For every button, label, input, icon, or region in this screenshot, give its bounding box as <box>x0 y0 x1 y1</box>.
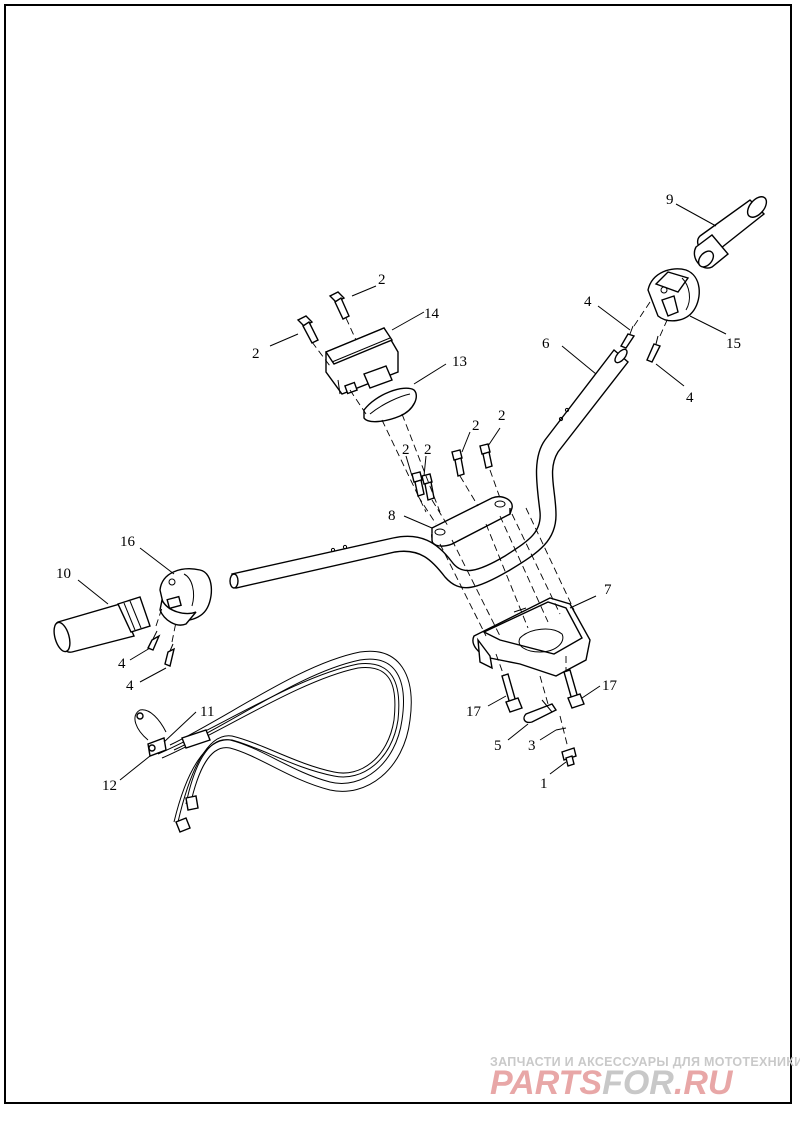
callout-4-upper-right: 4 <box>584 294 592 310</box>
riser-bolts <box>501 669 585 713</box>
throttle-cables <box>134 650 412 833</box>
callout-6: 6 <box>542 336 550 352</box>
callout-2-riser-d: 2 <box>498 408 506 424</box>
callout-16: 16 <box>120 534 136 550</box>
gasket <box>363 387 418 423</box>
riser-screws <box>411 443 493 501</box>
callout-10: 10 <box>56 566 71 582</box>
callout-2-riser-c: 2 <box>472 418 480 434</box>
left-screws <box>147 607 177 667</box>
callout-2-riser-b: 2 <box>424 442 432 458</box>
logo-ru: .RU <box>674 1064 734 1102</box>
callout-2-riser-a: 2 <box>402 442 410 458</box>
callout-2-left: 2 <box>252 346 260 362</box>
left-grip <box>53 596 151 653</box>
callout-17-left: 17 <box>466 704 482 720</box>
riser-top-clamp <box>431 496 513 547</box>
callout-9: 9 <box>666 192 674 208</box>
callout-17-right: 17 <box>602 678 618 694</box>
gauge-screws <box>296 291 350 344</box>
right-screws <box>619 301 669 363</box>
logo-parts: PARTS <box>490 1064 602 1102</box>
handlebar <box>229 348 629 589</box>
callout-14: 14 <box>424 306 440 322</box>
callout-8: 8 <box>388 508 396 524</box>
callout-15: 15 <box>726 336 741 352</box>
diagram-frame <box>4 4 792 1104</box>
callout-4-right: 4 <box>686 390 694 406</box>
callout-2-top: 2 <box>378 272 386 288</box>
callout-3: 3 <box>528 738 536 754</box>
leader-lines <box>77 203 727 781</box>
callout-4-left-b: 4 <box>126 678 134 694</box>
callout-4-left-a: 4 <box>118 656 126 672</box>
riser-holder <box>472 597 591 677</box>
callout-13: 13 <box>452 354 467 370</box>
callout-12: 12 <box>102 778 117 794</box>
callout-7: 7 <box>604 582 612 598</box>
watermark-logo: PARTSFOR.RU <box>490 1064 734 1102</box>
right-switch-housing <box>647 268 700 322</box>
watermark: ЗАПЧАСТИ И АКСЕССУАРЫ ДЛЯ МОТОТЕХНИКИ PA… <box>490 1055 800 1102</box>
callout-1: 1 <box>540 776 548 792</box>
callout-labels: 9 6 4 15 4 2 14 2 13 2 2 2 2 8 16 10 7 4… <box>56 192 741 794</box>
right-grip <box>693 196 768 269</box>
small-parts <box>523 699 577 767</box>
watermark-tagline: ЗАПЧАСТИ И АКСЕССУАРЫ ДЛЯ МОТОТЕХНИКИ <box>490 1055 800 1069</box>
left-switch-housing <box>159 568 213 626</box>
speedometer <box>324 327 399 395</box>
callout-5: 5 <box>494 738 502 754</box>
assembly-guide-lines <box>311 317 575 749</box>
logo-for: FOR <box>602 1064 674 1102</box>
callout-11: 11 <box>200 704 214 720</box>
